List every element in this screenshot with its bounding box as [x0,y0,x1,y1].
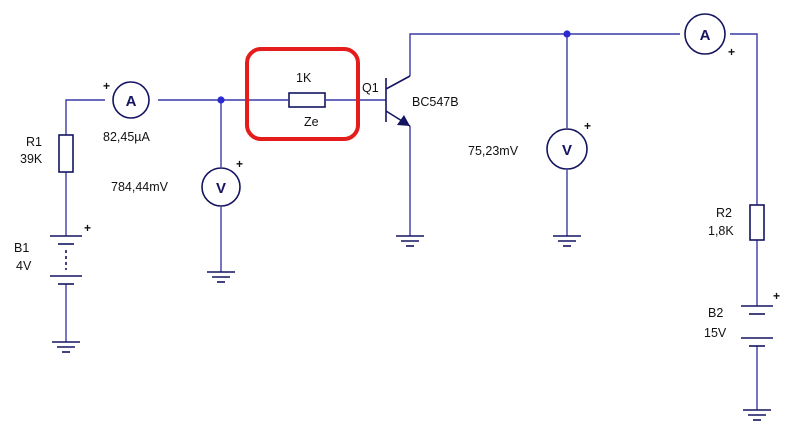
collector-voltmeter[interactable]: V + 75,23mV [468,119,591,170]
ze-name-label: Ze [304,115,319,129]
ammeter-icon [684,13,726,55]
battery-b2[interactable]: + B2 15V [704,289,780,347]
ze-value-label: 1K [296,71,312,85]
collector-voltmeter-plus-sign: + [584,119,591,133]
b2-plus-sign: + [773,289,780,303]
q1-model-label: BC547B [412,95,459,109]
ground-icon [396,235,424,247]
base-voltmeter-plus-sign: + [236,157,243,171]
b1-value-label: 4V [16,259,32,273]
ground-icon [52,341,80,353]
resistor-r1[interactable]: R1 39K [20,134,74,173]
junction-dot [563,30,571,38]
r2-value-label: 1,8K [708,224,734,238]
collector-ammeter[interactable]: A + [684,13,735,59]
voltmeter-symbol: V [216,180,226,197]
wires [65,33,758,410]
ammeter-symbol: A [700,27,711,44]
resistor-r2[interactable]: R2 1,8K [708,204,765,241]
base-ammeter[interactable]: A + 82,45µA [103,79,150,144]
r2-name-label: R2 [716,206,732,220]
b2-value-label: 15V [704,326,727,340]
b1-name-label: B1 [14,241,29,255]
collector-voltmeter-reading: 75,23mV [468,144,519,158]
base-ammeter-reading: 82,45µA [103,130,150,144]
collector-ammeter-plus-sign: + [728,45,735,59]
r1-name-label: R1 [26,135,42,149]
b2-name-label: B2 [708,306,723,320]
junction-dot [217,96,225,104]
b1-plus-sign: + [84,221,91,235]
highlight-box [245,47,360,141]
ground-icon [743,409,771,421]
base-voltmeter-reading: 784,44mV [111,180,169,194]
ammeter-icon [112,81,150,119]
transistor-q1[interactable]: Q1 BC547B [362,75,459,127]
voltmeter-icon [546,128,588,170]
resistor-ze[interactable]: 1K Ze [245,47,360,141]
battery-b1[interactable]: + B1 4V [14,221,91,285]
voltmeter-icon [201,167,241,207]
ground-icon [207,271,235,283]
q1-name-label: Q1 [362,81,379,95]
r1-value-label: 39K [20,152,43,166]
base-voltmeter[interactable]: V + 784,44mV [111,157,243,207]
ammeter-symbol: A [126,93,137,110]
base-ammeter-plus-sign: + [103,79,110,93]
voltmeter-symbol: V [562,142,572,159]
ground-icon [553,235,581,247]
